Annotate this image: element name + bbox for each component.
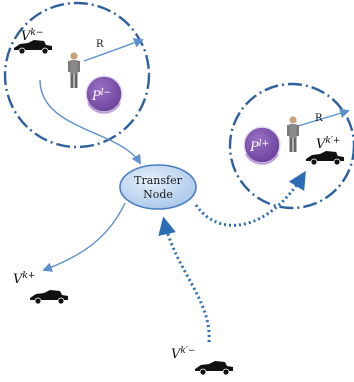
vehicle-k-plus-bottom-label: Vk+ bbox=[13, 271, 35, 287]
left-zone-circle bbox=[3, 1, 151, 149]
dotted-arrow-to-right-zone bbox=[194, 170, 306, 227]
vehicle-k-plus-label: k+ bbox=[33, 42, 46, 52]
car-icon bbox=[14, 40, 52, 55]
parcel-left: Pl− bbox=[85, 75, 123, 114]
dotted-arrow-from-bottom bbox=[158, 216, 211, 343]
right-zone-circle bbox=[228, 82, 354, 210]
vehicle-kprime-plus-label: Vk′+ bbox=[316, 136, 340, 152]
car-icon-bottom-left bbox=[30, 290, 68, 305]
vehicle-kprime-minus-label: Vk′− bbox=[171, 346, 195, 362]
transfer-node: Transfer Node bbox=[119, 164, 197, 210]
right-radius-label: R bbox=[315, 113, 323, 124]
arrow-to-transfer-node bbox=[39, 79, 142, 165]
left-service-zone: R Vk− k+ Pl− bbox=[3, 1, 151, 149]
parcel-l-plus-label: Pl+ bbox=[249, 139, 269, 155]
transfer-node-line2: Node bbox=[143, 188, 173, 201]
transfer-node-line1: Transfer bbox=[134, 174, 182, 187]
arrow-to-bottom-left bbox=[42, 202, 126, 272]
left-radius-label: R bbox=[96, 39, 104, 50]
parcel-l-minus-label: Pl− bbox=[91, 88, 111, 104]
vehicle-k-minus-label: Vk− bbox=[21, 28, 43, 44]
bottom-center-vehicle: Vk′− bbox=[171, 346, 233, 376]
left-radius-arrow bbox=[83, 38, 144, 62]
car-icon-right bbox=[306, 151, 344, 166]
person-icon-right bbox=[287, 116, 299, 152]
right-radius-arrow bbox=[297, 108, 350, 127]
bottom-left-vehicle: Vk+ bbox=[13, 271, 68, 305]
car-icon-bottom-center bbox=[195, 361, 233, 376]
right-service-zone: R Pl+ Vk′+ bbox=[228, 82, 354, 210]
person-icon bbox=[68, 52, 80, 88]
parcel-right: Pl+ bbox=[243, 126, 281, 165]
